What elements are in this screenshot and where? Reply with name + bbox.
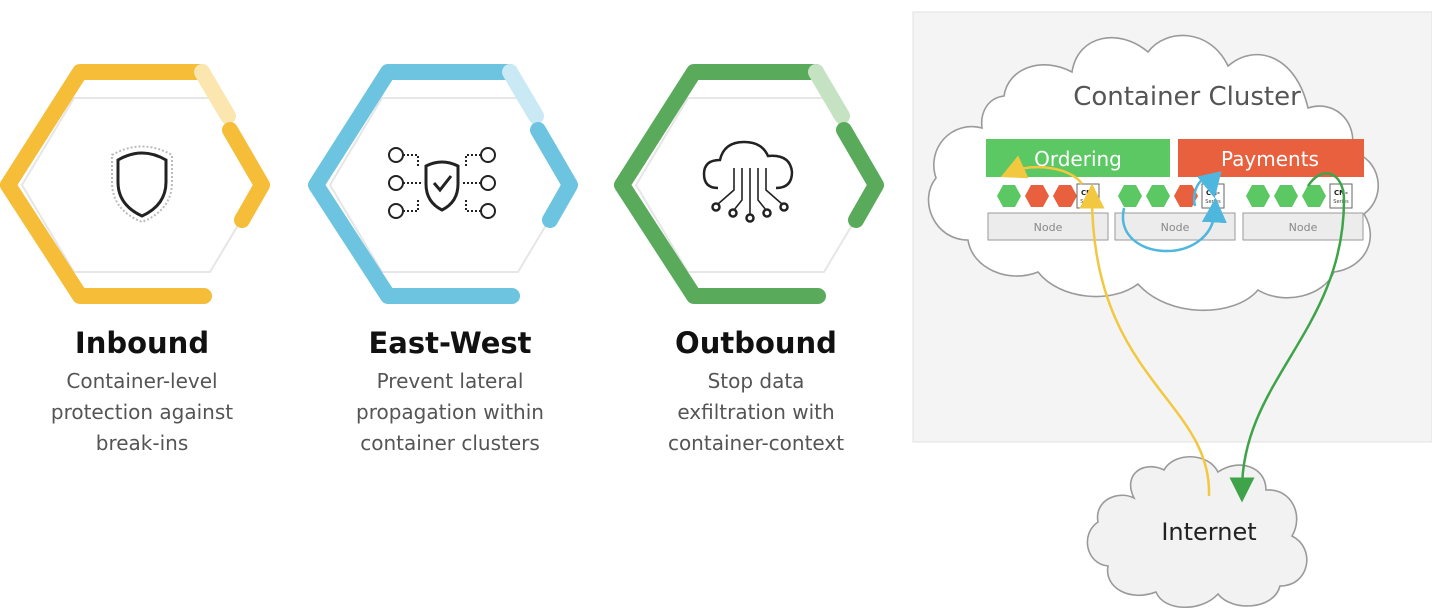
pod [1302, 185, 1326, 207]
shield-icon [111, 145, 173, 224]
pod [1118, 185, 1142, 207]
pod [1274, 185, 1298, 207]
svg-text:CN-: CN- [1081, 189, 1095, 197]
svg-text:CN-: CN- [1206, 189, 1220, 197]
app-payments [1178, 139, 1364, 177]
node-label: Node [1034, 221, 1063, 234]
svg-text:Series: Series [1080, 199, 1096, 205]
feature-outbound: Outbound Stop data exfiltration with con… [606, 0, 906, 470]
inbound-flow-arrow [1079, 183, 1211, 497]
node-label: Node [1289, 221, 1318, 234]
feature-title: Inbound [74, 326, 210, 360]
pod [1146, 185, 1170, 207]
node-box [987, 212, 1109, 241]
svg-text:Series: Series [1205, 199, 1221, 205]
cluster-title: Container Cluster [1073, 82, 1301, 112]
pod [1025, 185, 1049, 207]
cloud-data-icon [702, 140, 794, 223]
hexagon-frame [614, 64, 884, 304]
inbound-flow-arrow [1000, 155, 1084, 185]
hexagon-frame [308, 64, 578, 304]
east-west-flow-arrow [1121, 197, 1227, 253]
app-payments-label: Payments [1221, 147, 1319, 171]
feature-description: Container-level protection against break… [50, 369, 234, 455]
node-label: Node [1161, 221, 1190, 234]
feature-title: East-West [368, 326, 532, 360]
container-cluster-diagram: Container Cluster Ordering Payments CN- … [912, 11, 1432, 609]
outbound-flow-arrow [1229, 172, 1346, 503]
feature-inbound: Inbound Container-level protection again… [0, 0, 292, 470]
svg-text:CN-: CN- [1334, 189, 1348, 197]
feature-east-west: East-West Prevent lateral propagation wi… [300, 0, 600, 470]
node-box [1114, 212, 1236, 241]
feature-description: Stop data exfiltration with container-co… [667, 369, 845, 455]
east-west-flow-arrow [1192, 171, 1222, 207]
pod [1174, 185, 1198, 207]
svg-text:Series: Series [1333, 199, 1349, 205]
feature-title: Outbound [675, 326, 837, 360]
network-shield-icon [388, 147, 496, 219]
pod [997, 185, 1021, 207]
pod [1246, 185, 1270, 207]
hexagon-frame [0, 64, 270, 304]
internet-label: Internet [1161, 518, 1256, 546]
pod [1053, 185, 1077, 207]
feature-description: Prevent lateral propagation within conta… [356, 369, 544, 455]
